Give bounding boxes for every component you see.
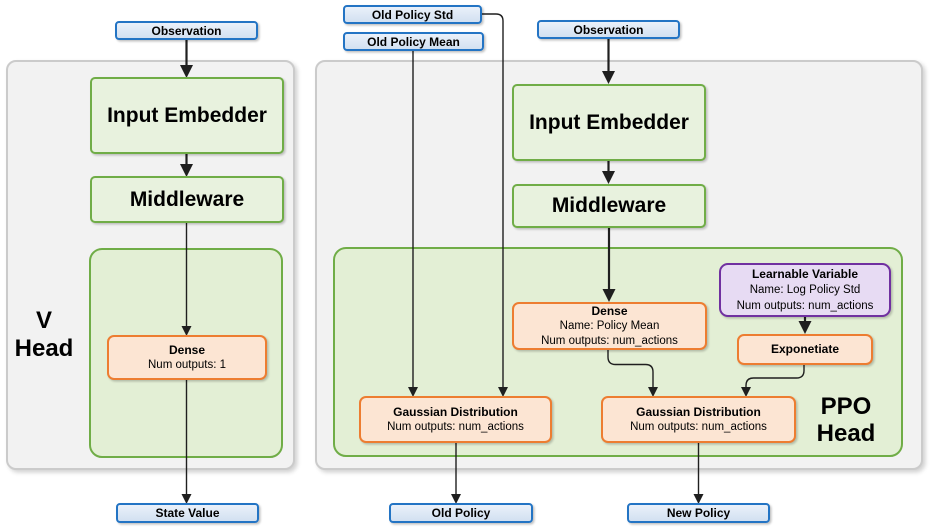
node-state-value: State Value xyxy=(116,503,259,523)
node-label: Old Policy xyxy=(431,506,491,520)
node-input-embedder-ppo: Input Embedder xyxy=(512,84,706,161)
node-label: New Policy xyxy=(666,506,731,520)
node-title: Learnable Variable xyxy=(751,266,859,281)
node-observation-ppo: Observation xyxy=(537,20,680,39)
node-detail: Name: Policy Mean xyxy=(559,319,660,332)
node-dense-v: Dense Num outputs: 1 xyxy=(107,335,267,380)
node-label: Old Policy Std xyxy=(371,7,454,22)
node-gaussian-distribution-new: Gaussian Distribution Num outputs: num_a… xyxy=(601,396,796,443)
node-exponetiate: Exponetiate xyxy=(737,334,873,365)
node-label: Input Embedder xyxy=(529,110,689,134)
ppo-head-label-line1: PPO xyxy=(820,393,872,420)
node-title: Gaussian Distribution xyxy=(393,404,518,419)
node-middleware-v: Middleware xyxy=(90,176,284,223)
node-new-policy: New Policy xyxy=(627,503,770,523)
ppo-head-label-line2: Head xyxy=(816,420,876,447)
v-head-label: V Head xyxy=(8,307,80,363)
node-label: Middleware xyxy=(551,194,667,217)
node-old-policy: Old Policy xyxy=(389,503,533,523)
node-detail: Num outputs: num_actions xyxy=(630,420,767,433)
node-label: State Value xyxy=(155,506,220,520)
node-detail: Num outputs: 1 xyxy=(148,358,226,371)
node-detail: Num outputs: num_actions xyxy=(541,334,678,347)
node-dense-policy-mean: Dense Name: Policy Mean Num outputs: num… xyxy=(512,302,707,350)
node-label: Observation xyxy=(573,22,644,37)
node-label: Middleware xyxy=(129,187,245,211)
node-detail: Num outputs: num_actions xyxy=(736,299,874,312)
node-gaussian-distribution-old: Gaussian Distribution Num outputs: num_a… xyxy=(359,396,552,443)
v-head-label-line2: Head xyxy=(14,335,74,362)
node-input-embedder-v: Input Embedder xyxy=(90,77,284,154)
node-observation-v: Observation xyxy=(115,21,258,40)
node-label: Old Policy Mean xyxy=(367,34,460,49)
ppo-head-label: PPO Head xyxy=(804,393,888,447)
v-head-label-line1: V xyxy=(35,307,52,334)
node-old-policy-mean: Old Policy Mean xyxy=(343,32,484,51)
node-title: Dense xyxy=(168,342,206,357)
node-label: Exponetiate xyxy=(770,342,839,356)
node-label: Observation xyxy=(151,23,222,38)
node-detail: Num outputs: num_actions xyxy=(387,420,524,433)
node-middleware-ppo: Middleware xyxy=(512,184,706,228)
node-old-policy-std: Old Policy Std xyxy=(343,5,482,24)
node-title: Gaussian Distribution xyxy=(636,404,761,419)
node-title: Dense xyxy=(591,303,628,318)
node-learnable-variable: Learnable Variable Name: Log Policy Std … xyxy=(719,263,891,317)
node-label: Input Embedder xyxy=(107,103,267,127)
node-detail: Name: Log Policy Std xyxy=(749,283,861,296)
